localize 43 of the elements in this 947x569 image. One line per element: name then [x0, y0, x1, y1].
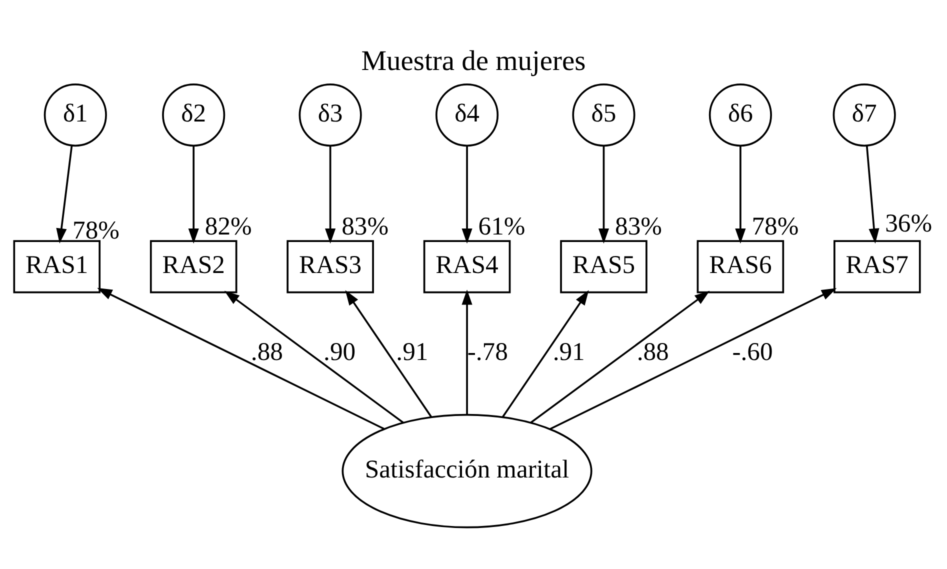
arrow — [325, 146, 336, 244]
edge-label: 83% — [615, 211, 662, 240]
node-box: RAS5 — [560, 240, 648, 294]
diagram-title: Muestra de mujeres — [361, 46, 586, 78]
node-box: RAS3 — [286, 240, 374, 294]
node-box: RAS1 — [13, 240, 101, 294]
arrow — [224, 290, 404, 424]
arrow — [866, 146, 880, 244]
edge-label: .88 — [636, 336, 669, 366]
edge-label: 36% — [885, 208, 932, 238]
node-circle: δ3 — [298, 84, 362, 147]
arrow — [462, 146, 472, 244]
edge-label: 83% — [342, 211, 389, 240]
node-box: RAS2 — [150, 240, 238, 294]
edge-label: 78% — [752, 211, 799, 240]
edge-label: -.60 — [732, 336, 773, 366]
edge-label: .90 — [324, 336, 356, 366]
arrow — [598, 146, 610, 244]
node-ellipse: Satisfacción marital — [342, 414, 592, 528]
edge-label: .88 — [250, 336, 283, 366]
node-box: RAS7 — [834, 240, 921, 294]
node-box: RAS4 — [423, 240, 511, 294]
arrow — [188, 146, 199, 244]
arrow — [56, 145, 73, 244]
node-circle: δ2 — [162, 84, 226, 147]
arrow — [502, 290, 589, 418]
edge-label: -.78 — [467, 336, 508, 366]
edge-label: .91 — [396, 336, 428, 366]
edge-label: .91 — [552, 336, 585, 366]
arrow — [462, 290, 472, 414]
arrow — [345, 290, 432, 418]
node-box: RAS6 — [696, 240, 784, 294]
arrow — [97, 288, 384, 430]
arrow — [530, 290, 710, 424]
node-circle: δ6 — [708, 84, 772, 147]
node-circle: δ5 — [572, 84, 636, 147]
node-circle: δ4 — [435, 84, 499, 147]
node-circle: δ7 — [832, 84, 896, 147]
edge-label: 61% — [478, 211, 526, 240]
arrow — [735, 146, 746, 244]
edge-label: 82% — [204, 211, 252, 240]
arrow — [550, 288, 837, 430]
node-circle: δ1 — [44, 84, 107, 147]
